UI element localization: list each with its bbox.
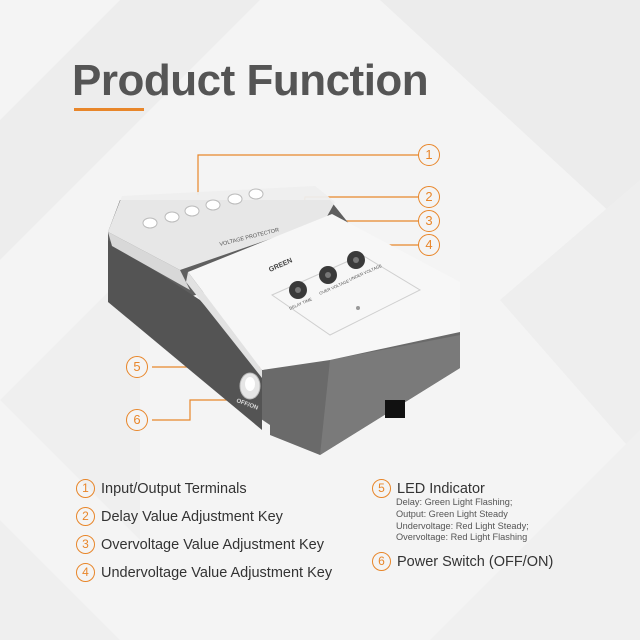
housing-right-side [320, 335, 460, 455]
terminal-cover [108, 186, 335, 270]
led-details: Delay: Green Light Flashing; Output: Gre… [396, 497, 529, 544]
callout-1: 1 [418, 144, 440, 166]
legend-number: 6 [372, 552, 391, 571]
legend-label: LED Indicator [397, 480, 485, 497]
callout-4: 4 [418, 234, 440, 256]
undervoltage-knob[interactable] [347, 251, 365, 269]
legend-number: 2 [76, 507, 95, 526]
delay-knob[interactable] [289, 281, 307, 299]
legend-label: Undervoltage Value Adjustment Key [101, 564, 333, 581]
din-rail-clip [385, 400, 405, 418]
callout-2: 2 [418, 186, 440, 208]
control-panel [188, 214, 460, 370]
legend-number: 4 [76, 563, 95, 582]
legend-label: Delay Value Adjustment Key [101, 508, 283, 525]
led-detail-delay: Delay: Green Light Flashing; [396, 497, 513, 507]
callout-3: 3 [418, 210, 440, 232]
callout-6: 6 [126, 409, 148, 431]
legend-number: 3 [76, 535, 95, 554]
overvoltage-knob[interactable] [319, 266, 337, 284]
terminal-cover-edge [108, 232, 190, 290]
led-detail-undervoltage: Undervoltage: Red Light Steady; [396, 520, 529, 531]
led-detail-overvoltage: Overvoltage: Red Light Flashing [396, 532, 528, 543]
power-switch[interactable] [239, 372, 261, 400]
control-panel-edge [186, 272, 262, 378]
terminal-holes [142, 188, 264, 229]
legend-item-4: 4 Undervoltage Value Adjustment Key [76, 563, 332, 582]
title-underline [74, 108, 144, 111]
legend-item-5: 5 LED Indicator [372, 479, 485, 498]
led-indicator [356, 306, 360, 310]
legend-item-2: 2 Delay Value Adjustment Key [76, 507, 283, 526]
housing-front-face [108, 240, 262, 430]
legend-label: Input/Output Terminals [101, 480, 247, 497]
legend-number: 5 [372, 479, 391, 498]
legend-number: 1 [76, 479, 95, 498]
legend-item-3: 3 Overvoltage Value Adjustment Key [76, 535, 324, 554]
legend-label: Overvoltage Value Adjustment Key [101, 536, 324, 553]
legend-label: Power Switch (OFF/ON) [397, 553, 554, 570]
legend-item-6: 6 Power Switch (OFF/ON) [372, 552, 553, 571]
page-title: Product Function [72, 56, 429, 105]
led-detail-output: Output: Green Light Steady [396, 508, 508, 519]
callout-5: 5 [126, 356, 148, 378]
legend-item-1: 1 Input/Output Terminals [76, 479, 247, 498]
